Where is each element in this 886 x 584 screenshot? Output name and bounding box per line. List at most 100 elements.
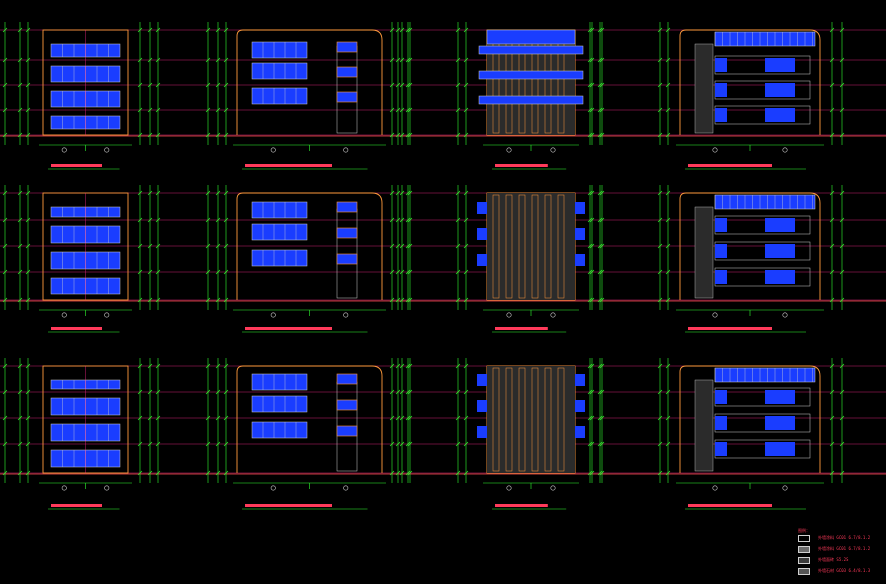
dimension-tick xyxy=(155,217,161,223)
dimension-tick xyxy=(17,297,23,303)
dimension-tick xyxy=(405,415,411,421)
dimension-tick xyxy=(389,415,395,421)
vertical-fin xyxy=(505,194,513,299)
side-glass xyxy=(575,400,585,412)
dimension-tick xyxy=(599,470,605,476)
dimension-tick xyxy=(405,470,411,476)
dimension-tick xyxy=(839,132,845,138)
dimension-tick xyxy=(2,82,8,88)
dimension-tick xyxy=(463,82,469,88)
dimension-tick xyxy=(395,269,401,275)
dimension-tick xyxy=(2,27,8,33)
dimension-tick xyxy=(405,132,411,138)
dimension-tick xyxy=(665,441,671,447)
dimension-tick xyxy=(829,415,835,421)
window-band xyxy=(251,41,308,59)
stair-window xyxy=(336,41,358,53)
dimension-tick xyxy=(399,363,405,369)
dimension-tick xyxy=(829,132,835,138)
window-band xyxy=(478,95,584,105)
dimension-tick xyxy=(587,57,593,63)
legend-label: 外墙面砖 S5.2S xyxy=(818,557,849,562)
legend-title: 图例： xyxy=(798,528,810,533)
dimension-tick xyxy=(407,57,413,63)
dimension-tick xyxy=(17,82,23,88)
dimension-tick xyxy=(215,107,221,113)
dimension-tick xyxy=(155,415,161,421)
axis-bubble xyxy=(270,312,276,318)
stair-tower xyxy=(694,43,714,134)
axis-bubble xyxy=(550,485,556,491)
dimension-tick xyxy=(395,363,401,369)
stair-window xyxy=(336,399,358,411)
dimension-tick xyxy=(215,217,221,223)
dimension-tick xyxy=(587,441,593,447)
dimension-tick xyxy=(407,441,413,447)
dimension-tick xyxy=(155,57,161,63)
dimension-tick xyxy=(599,82,605,88)
dimension-tick xyxy=(407,269,413,275)
dimension-tick xyxy=(399,217,405,223)
dimension-tick xyxy=(587,82,593,88)
glass-panel xyxy=(765,390,795,404)
dimension-tick xyxy=(597,107,603,113)
dimension-tick xyxy=(25,363,31,369)
dimension-tick xyxy=(147,217,153,223)
side-glass xyxy=(575,202,585,214)
dimension-tick xyxy=(205,107,211,113)
dimension-tick xyxy=(389,217,395,223)
dimension-tick xyxy=(399,243,405,249)
title-mark xyxy=(51,504,102,507)
glass-panel xyxy=(715,108,727,122)
dimension-tick xyxy=(589,441,595,447)
dimension-tick xyxy=(599,441,605,447)
dimension-tick xyxy=(455,389,461,395)
dimension-tick xyxy=(597,297,603,303)
dimension-tick xyxy=(589,363,595,369)
dimension-tick xyxy=(599,269,605,275)
glass-panel xyxy=(715,58,727,72)
dimension-tick xyxy=(463,190,469,196)
dimension-tick xyxy=(665,415,671,421)
dimension-tick xyxy=(463,415,469,421)
dimension-tick xyxy=(589,470,595,476)
dimension-tick xyxy=(455,107,461,113)
dimension-tick xyxy=(657,415,663,421)
dimension-tick xyxy=(389,132,395,138)
title-mark xyxy=(688,504,772,507)
dimension-tick xyxy=(587,217,593,223)
dimension-tick xyxy=(657,27,663,33)
dimension-tick xyxy=(829,190,835,196)
dimension-tick xyxy=(155,441,161,447)
dimension-tick xyxy=(839,82,845,88)
dimension-tick xyxy=(147,132,153,138)
dimension-tick xyxy=(215,415,221,421)
glass-panel xyxy=(715,416,727,430)
dimension-tick xyxy=(2,470,8,476)
dimension-tick xyxy=(205,441,211,447)
glass-panel xyxy=(765,83,795,97)
dimension-tick xyxy=(405,190,411,196)
title-mark xyxy=(245,327,332,330)
dimension-tick xyxy=(137,363,143,369)
dimension-tick xyxy=(395,470,401,476)
dimension-tick xyxy=(657,132,663,138)
dimension-tick xyxy=(215,470,221,476)
dimension-tick xyxy=(17,243,23,249)
dimension-tick xyxy=(137,441,143,447)
stair-window xyxy=(336,373,358,385)
dimension-tick xyxy=(205,389,211,395)
dimension-tick xyxy=(223,57,229,63)
dimension-tick xyxy=(599,217,605,223)
axis-bubble xyxy=(270,485,276,491)
dimension-tick xyxy=(389,190,395,196)
dimension-tick xyxy=(829,217,835,223)
dimension-tick xyxy=(17,132,23,138)
dimension-tick xyxy=(665,363,671,369)
dimension-tick xyxy=(223,243,229,249)
glass-panel xyxy=(765,270,795,284)
dimension-tick xyxy=(589,82,595,88)
dimension-tick xyxy=(665,297,671,303)
dimension-tick xyxy=(395,132,401,138)
dimension-tick xyxy=(405,389,411,395)
